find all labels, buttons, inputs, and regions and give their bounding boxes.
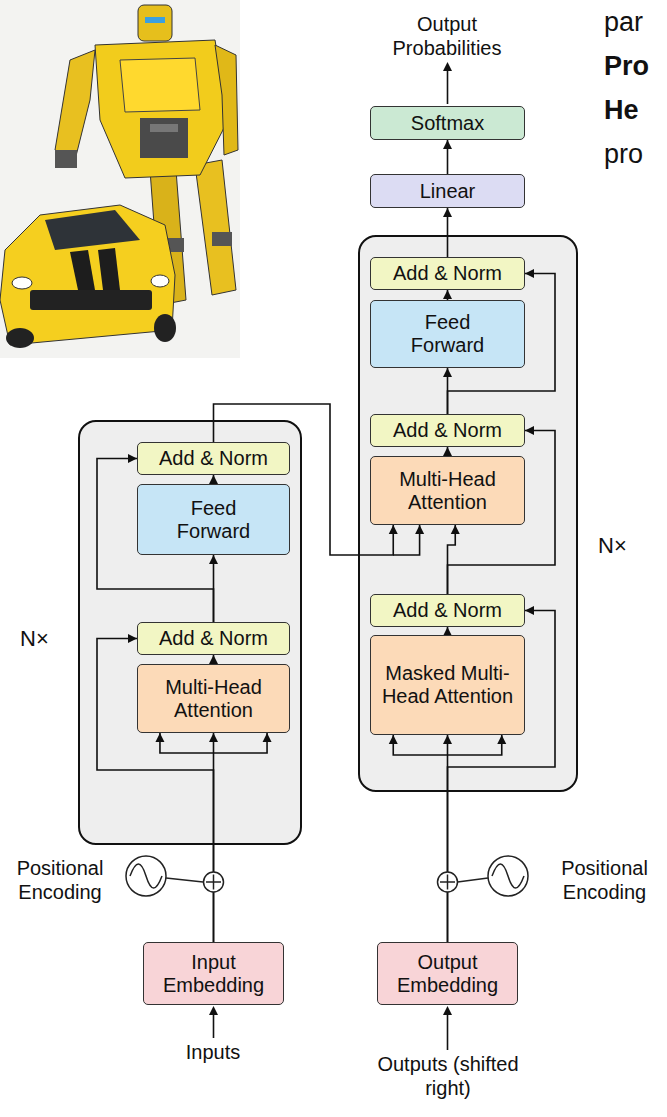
output-arrow bbox=[443, 62, 452, 71]
positional-encoding-symbol bbox=[166, 878, 203, 882]
robot-car-picture bbox=[120, 58, 200, 112]
text-label: Outputs (shifted right) bbox=[372, 1052, 524, 1100]
input-arrows bbox=[209, 1006, 218, 1015]
robot-car-picture bbox=[138, 5, 172, 41]
repeat-count: N× bbox=[598, 533, 627, 559]
robot-car-picture bbox=[0, 205, 175, 345]
positional-encoding-symbol bbox=[438, 872, 458, 892]
input-arrows bbox=[447, 1014, 449, 1050]
text-label: He bbox=[604, 94, 666, 126]
layer-box: Output Embedding bbox=[377, 942, 518, 1005]
robot-car-picture bbox=[150, 124, 178, 132]
layer-box: Linear bbox=[370, 174, 525, 208]
positional-encoding-symbol bbox=[126, 856, 166, 896]
layer-box: Add & Norm bbox=[137, 442, 290, 475]
arrow-head bbox=[443, 140, 452, 149]
layer-stack: N×Add & NormFeed ForwardAdd & NormMulti-… bbox=[358, 235, 578, 792]
robot-car-picture bbox=[154, 314, 176, 342]
robot-car-picture bbox=[55, 50, 95, 160]
input-arrows bbox=[443, 1006, 452, 1015]
text-label: Positional Encoding bbox=[546, 856, 663, 904]
input-arrows bbox=[209, 1006, 452, 1050]
box-label: Softmax bbox=[411, 112, 484, 135]
box-label: Linear bbox=[420, 180, 476, 203]
robot-car-picture bbox=[0, 0, 240, 358]
robot-car-picture bbox=[195, 160, 236, 295]
text-label: par bbox=[604, 6, 666, 38]
robot-car-picture bbox=[215, 45, 238, 155]
positional-encoding-symbol bbox=[438, 856, 529, 896]
box-label: Add & Norm bbox=[393, 419, 502, 442]
box-label: Input Embedding bbox=[144, 951, 283, 997]
positional-encoding-symbol bbox=[130, 864, 162, 888]
text-label: pro bbox=[604, 138, 666, 170]
robot-car-picture bbox=[212, 232, 232, 246]
output-arrow bbox=[447, 70, 449, 104]
layer-box: Multi-Head Attention bbox=[370, 456, 525, 525]
positional-encoding-symbol bbox=[492, 864, 524, 888]
robot-car-picture bbox=[140, 118, 188, 158]
layer-box: Multi-Head Attention bbox=[137, 664, 290, 733]
box-label: Add & Norm bbox=[159, 447, 268, 470]
layer-box: Softmax bbox=[370, 106, 525, 140]
layer-box: Add & Norm bbox=[137, 622, 290, 655]
robot-car-picture bbox=[145, 17, 165, 23]
text-label: Output Probabilities bbox=[372, 12, 522, 60]
layer-box: Feed Forward bbox=[370, 300, 525, 368]
box-label: Masked Multi-Head Attention bbox=[371, 662, 524, 708]
repeat-count: N× bbox=[20, 626, 49, 652]
robot-car-picture bbox=[45, 210, 140, 250]
text-label: Positional Encoding bbox=[4, 856, 116, 904]
positional-encoding-symbol bbox=[126, 856, 224, 896]
robot-car-picture bbox=[55, 150, 77, 168]
layer-box: Add & Norm bbox=[370, 414, 525, 447]
robot-car-picture bbox=[98, 248, 120, 290]
positional-encoding-symbol bbox=[213, 875, 215, 890]
text-label: Pro bbox=[604, 50, 666, 82]
layer-box: Add & Norm bbox=[370, 257, 525, 290]
positional-encoding-symbol bbox=[488, 856, 528, 896]
connector bbox=[443, 140, 452, 174]
robot-car-picture bbox=[12, 277, 32, 289]
input-arrows bbox=[213, 1014, 215, 1038]
arrow-head bbox=[443, 208, 452, 217]
positional-encoding-symbol bbox=[204, 872, 224, 892]
layer-box: Input Embedding bbox=[143, 942, 284, 1005]
text-label: Inputs bbox=[163, 1040, 263, 1064]
box-label: Multi-Head Attention bbox=[371, 468, 524, 514]
layer-stack: N×Add & NormFeed ForwardAdd & NormMulti-… bbox=[78, 420, 302, 845]
box-label: Feed Forward bbox=[398, 311, 498, 357]
box-label: Add & Norm bbox=[159, 627, 268, 650]
robot-car-picture bbox=[70, 250, 95, 290]
layer-box: Feed Forward bbox=[137, 484, 290, 555]
positional-encoding-symbol bbox=[458, 878, 489, 882]
layer-box: Add & Norm bbox=[370, 594, 525, 627]
output-arrow bbox=[443, 62, 452, 104]
robot-car-picture bbox=[151, 275, 169, 287]
box-label: Output Embedding bbox=[378, 951, 517, 997]
robot-car-picture bbox=[95, 40, 228, 178]
box-label: Feed Forward bbox=[164, 497, 264, 543]
positional-encoding-symbol bbox=[447, 875, 449, 890]
robot-car-picture bbox=[6, 328, 34, 348]
layer-box: Masked Multi-Head Attention bbox=[370, 635, 525, 735]
box-label: Multi-Head Attention bbox=[138, 676, 289, 722]
box-label: Add & Norm bbox=[393, 262, 502, 285]
robot-car-picture bbox=[30, 290, 152, 310]
robot-car-picture bbox=[0, 0, 240, 358]
box-label: Add & Norm bbox=[393, 599, 502, 622]
